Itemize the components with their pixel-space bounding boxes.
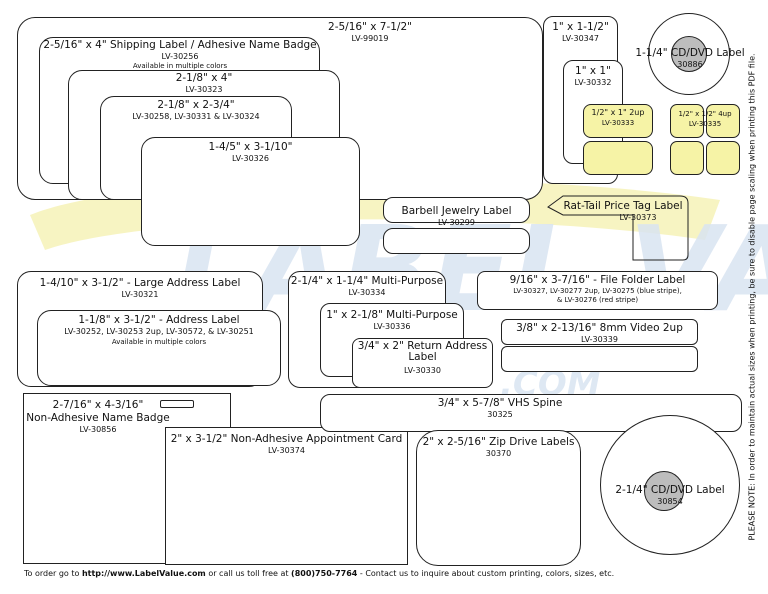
label-30374 <box>165 427 408 565</box>
label-30370 <box>416 430 581 566</box>
label-30299 <box>383 197 530 223</box>
label-30256-size: 2-5/16" x 4" Shipping Label / Adhesive N… <box>43 39 317 51</box>
label-30330-size: 3/4" x 2" Return Address Label <box>357 340 488 363</box>
cd-label-30886-size: 1-1/4" CD/DVD Label <box>635 47 745 59</box>
label-30334-size: 2-1/4" x 1-1/4" Multi-Purpose <box>290 275 444 287</box>
label-30321-code: LV-30321 <box>121 290 159 299</box>
label-30347-size: 1" x 1-1/2" <box>552 21 609 33</box>
label-30325-size: 3/4" x 5-7/8" VHS Spine <box>437 397 563 409</box>
label-30327-size: 9/16" x 3-7/16" - File Folder Label <box>509 274 686 286</box>
footer-mid: or call us toll free at <box>205 569 292 578</box>
label-30373-shape <box>547 195 689 261</box>
label-30856-size: 2-7/16" x 4-3/16" <box>52 399 144 411</box>
label-30321-size: 1-4/10" x 3-1/2" - Large Address Label <box>39 277 241 289</box>
label-30370-size: 2" x 2-5/16" Zip Drive Labels <box>422 436 575 448</box>
cd-label-30886-code: 30886 <box>677 60 703 69</box>
label-30323-size: 2-1/8" x 4" <box>175 72 233 84</box>
label-30334-code: LV-30334 <box>348 288 386 297</box>
label-30333-second <box>583 141 653 175</box>
scaling-note: PLEASE NOTE: In order to maintain actual… <box>747 53 757 541</box>
label-30335-2 <box>706 104 740 138</box>
label-30373-code: LV-30373 <box>619 213 657 222</box>
label-30252-code: LV-30252, LV-30253 2up, LV-30572, & LV-3… <box>64 327 254 336</box>
label-30326-size: 1-4/5" x 3-1/10" <box>208 141 293 153</box>
footer: To order go to http://www.LabelValue.com… <box>24 569 614 578</box>
label-30327 <box>477 271 718 310</box>
label-30299-second <box>383 228 530 254</box>
label-30258-size: 2-1/8" x 2-3/4" <box>157 99 235 111</box>
cd-label-30854-hub <box>644 471 684 511</box>
cd-label-30854-size: 2-1/4" CD/DVD Label <box>615 484 725 496</box>
label-99019-size: 2-5/16" x 7-1/2" <box>328 21 412 33</box>
label-30327-code: LV-30327, LV-30277 2up, LV-30275 (blue s… <box>513 287 682 295</box>
label-30335-3 <box>670 141 704 175</box>
footer-url-link[interactable]: http://www.LabelValue.com <box>81 569 206 578</box>
label-30339-size: 3/8" x 2-13/16" 8mm Video 2up <box>516 322 683 334</box>
label-30256-code: LV-30256 <box>161 52 199 61</box>
label-30252-size: 1-1/8" x 3-1/2" - Address Label <box>78 314 240 326</box>
label-30258-code: LV-30258, LV-30331 & LV-30324 <box>132 112 260 121</box>
label-30332-code: LV-30332 <box>574 78 612 87</box>
label-30856-code: LV-30856 <box>79 425 117 434</box>
label-30374-code: LV-30374 <box>268 446 305 455</box>
label-30339-second <box>501 346 698 372</box>
label-30374-size: 2" x 3-1/2" Non-Adhesive Appointment Car… <box>170 433 403 445</box>
label-30335-1 <box>670 104 704 138</box>
label-30252 <box>37 310 281 386</box>
footer-phone: (800)750-7764 <box>291 569 358 578</box>
label-30333-code: LV-30333 <box>601 119 635 127</box>
label-30325-code: 30325 <box>487 410 513 419</box>
label-99019-code: LV-99019 <box>351 34 389 43</box>
label-30335-4 <box>706 141 740 175</box>
label-30336-size: 1" x 2-1/8" Multi-Purpose <box>326 309 458 321</box>
footer-pre: To order go to <box>24 569 82 578</box>
label-30336-code: LV-30336 <box>373 322 411 331</box>
cd-label-30854-code: 30854 <box>657 497 683 506</box>
label-30347-code: LV-30347 <box>562 34 599 43</box>
label-30326-code: LV-30326 <box>232 154 269 163</box>
label-30252-note: Available in multiple colors <box>111 338 207 346</box>
label-30339 <box>501 319 698 345</box>
label-30323-code: LV-30323 <box>185 85 223 94</box>
label-30856-title: Non-Adhesive Name Badge <box>26 412 170 424</box>
label-30256-note: Available in multiple colors <box>132 62 228 70</box>
label-30370-code: 30370 <box>485 449 512 458</box>
label-30333-size: 1/2" x 1" 2up <box>591 108 645 117</box>
label-30330 <box>352 338 493 388</box>
label-30299-size: Barbell Jewelry Label <box>401 205 512 217</box>
label-30335-code: LV-30335 <box>688 120 722 128</box>
label-30333 <box>583 104 653 138</box>
label-30330-code: LV-30330 <box>404 366 441 375</box>
label-30327-code2: & LV-30276 (red stripe) <box>556 296 639 304</box>
footer-post: - Contact us to inquire about custom pri… <box>357 569 615 578</box>
label-30332-size: 1" x 1" <box>575 65 611 77</box>
label-30335-size: 1/2" x 1/2" 4up <box>678 110 732 118</box>
label-30373-size: Rat-Tail Price Tag Label <box>563 200 683 212</box>
label-30339-code: LV-30339 <box>581 335 618 344</box>
cd-label-30886-hub <box>671 36 707 72</box>
label-30299-code: LV-30299 <box>438 218 475 227</box>
label-30326 <box>141 137 360 246</box>
label-30856-slot <box>160 400 194 408</box>
